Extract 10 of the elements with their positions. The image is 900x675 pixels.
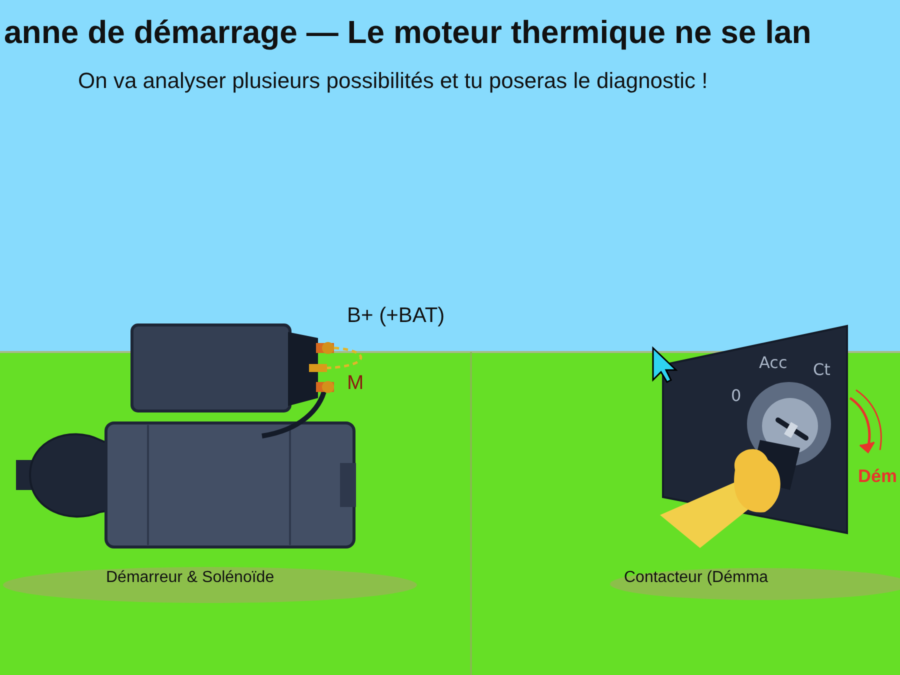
switch-position-label: Acc bbox=[759, 354, 788, 372]
component-caption: Démarreur & Solénoïde bbox=[106, 569, 274, 588]
start-position-label: Dém bbox=[858, 466, 898, 487]
terminal-label: B+ (+BAT) bbox=[347, 304, 445, 328]
switch-position-label: 0 bbox=[731, 387, 742, 406]
component-caption: Contacteur (Démma bbox=[624, 569, 768, 588]
switch-position-label: Ct bbox=[813, 361, 830, 380]
subtitle: On va analyser plusieurs possibilités et tu poseras le diagnostic ! bbox=[78, 68, 708, 94]
page-title: anne de démarrage — Le moteur thermique ne se lan bbox=[4, 14, 812, 51]
terminal-label: M bbox=[347, 372, 364, 395]
